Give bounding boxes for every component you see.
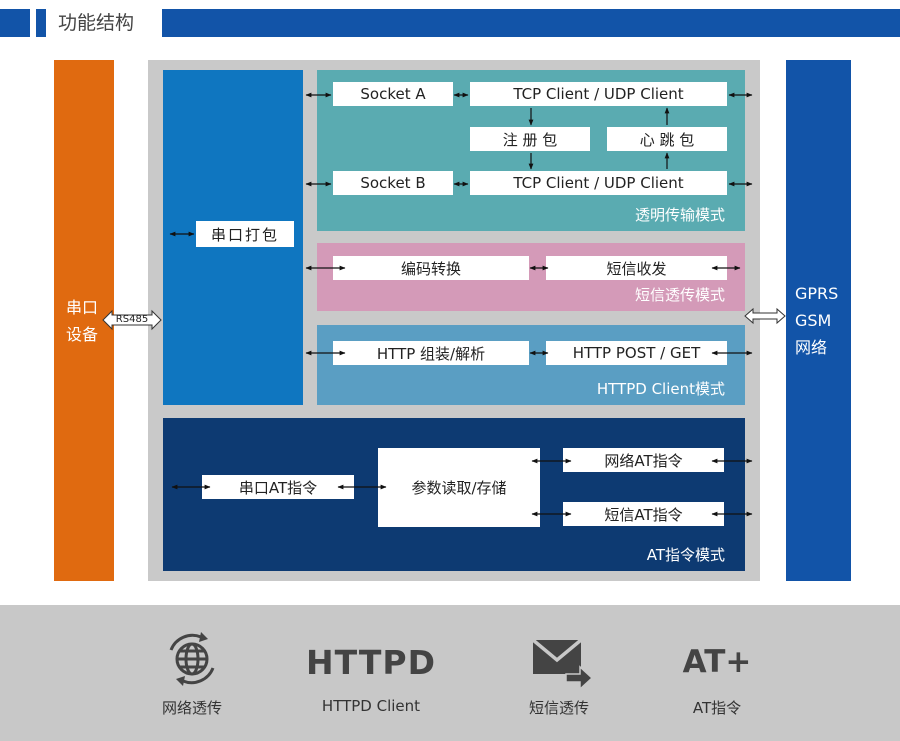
transparent-mode-label: 透明传输模式 — [634, 206, 725, 224]
footer-label-at: AT指令 — [692, 699, 742, 717]
sms-sendrecv-label: 短信收发 — [546, 256, 727, 280]
page-title: 功能结构 — [58, 12, 135, 34]
http-assemble-label: HTTP 组装/解析 — [333, 341, 529, 365]
serial-device-line2: 设备 — [66, 324, 99, 344]
httpd-mode-label: HTTPD Client模式 — [596, 380, 725, 398]
serial-device-block: 串口 设备 — [54, 60, 114, 581]
header-accent-small — [36, 9, 46, 37]
register-packet-label: 注 册 包 — [470, 127, 590, 151]
params-label: 参数读取/存储 — [378, 448, 540, 527]
footer-band — [0, 605, 900, 741]
http-postget-label: HTTP POST / GET — [546, 341, 727, 365]
rs485-arrow — [102, 309, 162, 331]
globe-cycle-icon — [160, 627, 224, 691]
rs485-label: RS485 — [115, 314, 149, 325]
footer-label-transparent: 网络透传 — [161, 699, 222, 717]
network-line1: GPRS — [795, 284, 839, 303]
encode-label: 编码转换 — [333, 256, 529, 280]
heartbeat-packet-label: 心 跳 包 — [607, 127, 727, 151]
serial-device-line1: 串口 — [66, 297, 99, 317]
network-block: GPRS GSM 网络 — [786, 60, 851, 581]
header-bar — [162, 9, 900, 37]
footer-label-sms: 短信透传 — [528, 699, 589, 717]
network-line2: GSM — [795, 311, 832, 330]
sms-at-label: 短信AT指令 — [563, 502, 724, 526]
packing-label: 串口打包 — [196, 221, 294, 247]
client-b-label: TCP Client / UDP Client — [470, 171, 727, 195]
mail-forward-icon — [530, 634, 594, 690]
client-a-label: TCP Client / UDP Client — [470, 82, 727, 106]
httpd-text-icon: HTTPD — [306, 642, 436, 682]
at-mode-label: AT指令模式 — [646, 546, 725, 564]
connector-arrows — [102, 92, 786, 517]
header-accent — [0, 9, 30, 37]
footer-label-httpd: HTTPD Client — [321, 697, 421, 715]
sms-mode-label: 短信透传模式 — [634, 286, 725, 304]
at-plus-text-icon: AT+ — [682, 644, 752, 680]
serial-at-label: 串口AT指令 — [202, 475, 354, 499]
socket-b-label: Socket B — [333, 171, 453, 195]
network-line3: 网络 — [795, 338, 828, 357]
network-at-label: 网络AT指令 — [563, 448, 724, 472]
httpd-mode-panel: HTTPD Client模式 — [317, 325, 745, 405]
socket-a-label: Socket A — [333, 82, 453, 106]
network-link-arrow — [744, 307, 786, 325]
